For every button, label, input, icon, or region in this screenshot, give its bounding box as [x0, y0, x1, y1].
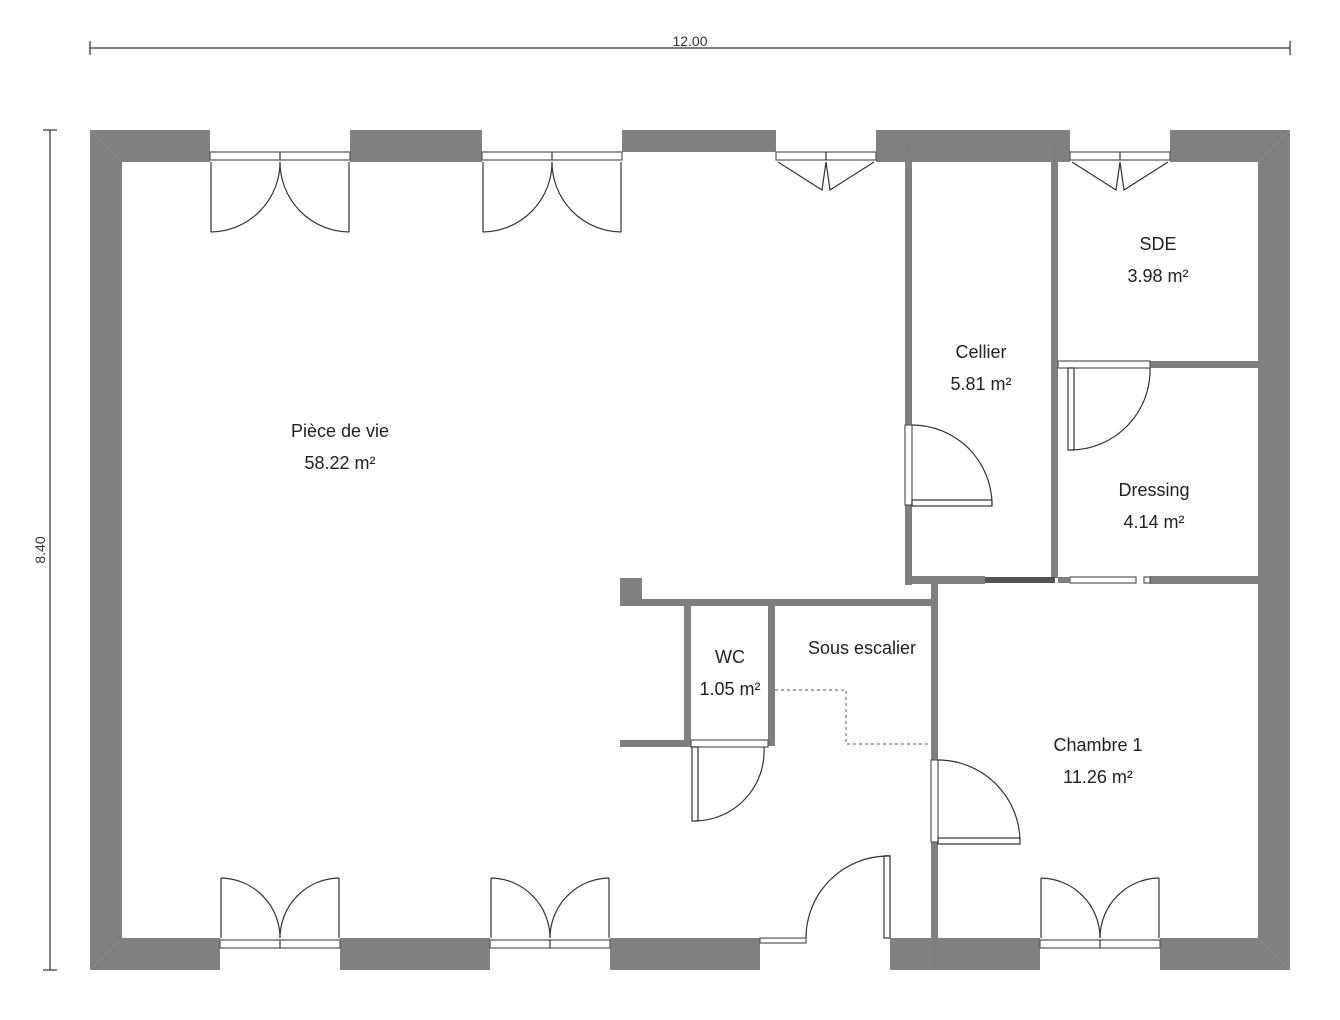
room-name: SDE: [1139, 234, 1176, 254]
stair-outline: [775, 689, 931, 745]
room-name: Sous escalier: [808, 638, 916, 658]
top-window-sde: [1069, 151, 1171, 192]
cellier-door: [904, 424, 993, 507]
room-area: 4.14 m²: [1123, 512, 1184, 532]
wc-door: [690, 739, 769, 822]
bottom-french-door-chambre: [1039, 877, 1161, 949]
room-area: 58.22 m²: [304, 453, 375, 473]
dressing-door: [1057, 360, 1151, 451]
exterior-walls: [90, 130, 1290, 970]
bottom-french-door-1: [219, 877, 341, 949]
room-label-piece-de-vie: Pièce de vie 58.22 m²: [291, 421, 389, 473]
wall-end-markers: [905, 142, 1290, 950]
room-name: Pièce de vie: [291, 421, 389, 441]
room-area: 1.05 m²: [699, 679, 760, 699]
dimension-width-label: 12.00: [672, 33, 707, 49]
entrance-door: [759, 855, 891, 944]
dressing-sliding-door: [985, 576, 1151, 584]
room-label-chambre-1: Chambre 1 11.26 m²: [1053, 735, 1142, 787]
top-french-door-1: [209, 151, 351, 233]
room-label-sde: SDE 3.98 m²: [1127, 234, 1188, 286]
dimension-height: 8.40: [32, 129, 57, 971]
room-label-cellier: Cellier 5.81 m²: [950, 342, 1011, 394]
chambre-door: [930, 759, 1021, 845]
dimension-width: 12.00: [89, 33, 1291, 55]
room-label-wc: WC 1.05 m²: [699, 647, 760, 699]
room-area: 3.98 m²: [1127, 266, 1188, 286]
room-area: 5.81 m²: [950, 374, 1011, 394]
room-name: Chambre 1: [1053, 735, 1142, 755]
room-area: 11.26 m²: [1063, 767, 1133, 787]
room-label-dressing: Dressing 4.14 m²: [1118, 480, 1189, 532]
room-name: Dressing: [1118, 480, 1189, 500]
top-window-3: [775, 151, 877, 192]
bottom-french-door-2: [489, 877, 611, 949]
room-name: Cellier: [955, 342, 1006, 362]
top-french-door-2: [481, 151, 623, 233]
room-name: WC: [715, 647, 745, 667]
room-label-sous-escalier: Sous escalier: [808, 638, 916, 658]
dimension-height-label: 8.40: [32, 536, 48, 563]
